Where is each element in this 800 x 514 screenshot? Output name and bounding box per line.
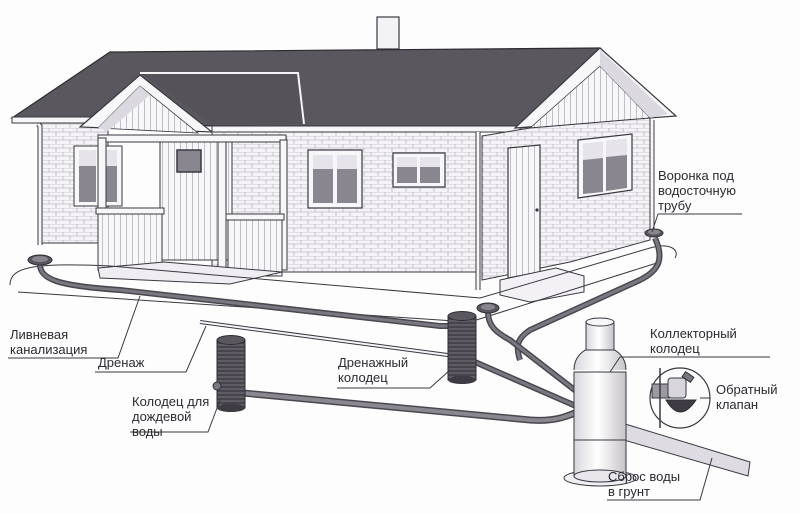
rainwater-well <box>212 335 246 412</box>
check-valve-inset <box>649 367 711 429</box>
label-ground-discharge: Сброс воды в грунт <box>608 469 681 499</box>
label-rainwater-well: Колодец для дождевой воды <box>132 394 210 439</box>
funnel-middle <box>476 302 500 314</box>
chimney <box>376 16 400 50</box>
label-drainage-well: Дренажный колодец <box>338 355 409 385</box>
funnel-left <box>27 254 53 266</box>
leader-lines <box>8 213 770 501</box>
drainage-well <box>447 311 477 384</box>
collector-well <box>563 317 637 487</box>
label-storm-sewer: Ливневая канализация <box>10 327 88 357</box>
label-check-valve: Обратный клапан <box>716 382 778 412</box>
label-drainage: Дренаж <box>98 355 145 370</box>
label-downpipe-funnel: Воронка под водосточную трубу <box>658 168 736 213</box>
funnel-right <box>644 228 664 238</box>
label-collector-well: Коллекторный колодец <box>650 326 737 356</box>
